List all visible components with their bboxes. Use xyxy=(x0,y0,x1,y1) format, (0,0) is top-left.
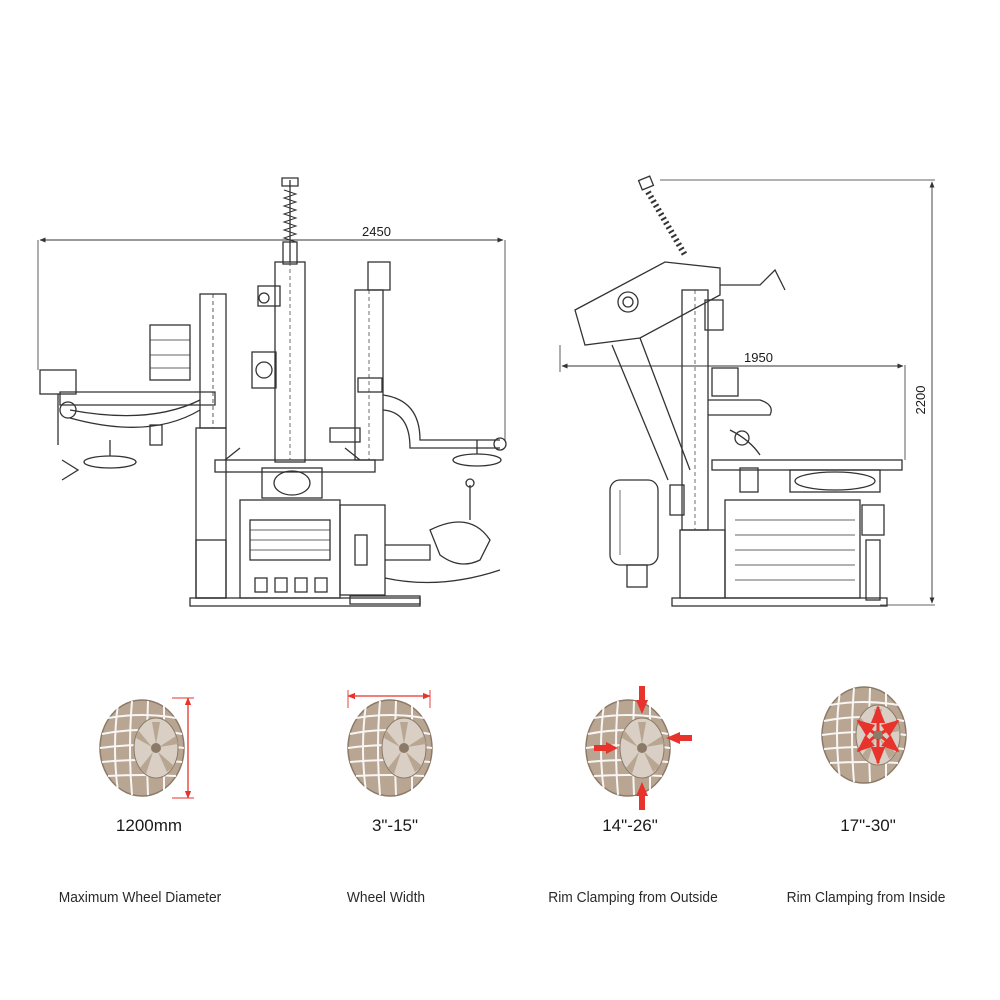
max-diameter-caption: Maximum Wheel Diameter xyxy=(58,889,222,906)
clamp-outside-value: 14"-26" xyxy=(602,816,658,835)
tire-clamp-inside-icon xyxy=(821,686,907,784)
wheel-width-value: 3"-15" xyxy=(371,816,419,835)
clamp-inside-caption: Rim Clamping from Inside xyxy=(786,889,946,906)
clamp-inside-value: 17"-30" xyxy=(840,816,896,835)
clamp-outside-caption: Rim Clamping from Outside xyxy=(548,889,718,906)
side-view-drawing xyxy=(559,175,935,607)
depth-dimension-label: 1950 xyxy=(744,350,773,365)
tire-diameter-icon xyxy=(99,697,194,799)
tire-width-icon xyxy=(347,690,433,797)
tire-clamp-outside-icon xyxy=(585,686,692,810)
front-view-drawing xyxy=(37,177,507,607)
width-dimension-label: 2450 xyxy=(362,224,391,239)
max-diameter-value: 1200mm xyxy=(115,816,183,835)
height-dimension-label: 2200 xyxy=(913,386,928,415)
wheel-width-caption: Wheel Width xyxy=(346,889,426,906)
